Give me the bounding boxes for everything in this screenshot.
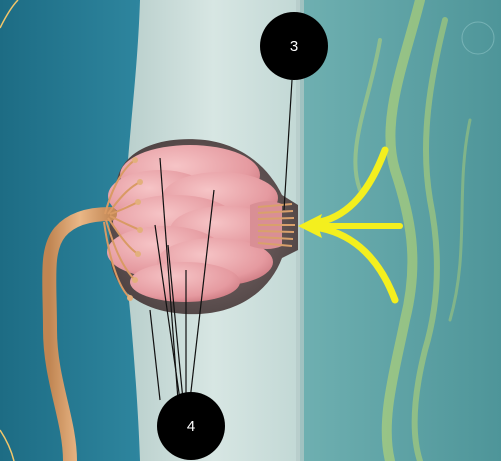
nerve-ending (132, 157, 138, 163)
taste-hair (258, 231, 294, 232)
nerve-ending (127, 295, 133, 301)
callout-label: 3 (290, 38, 298, 55)
callout-label: 4 (187, 418, 195, 435)
callout-3: 3 (260, 12, 328, 80)
gustatory-cell (130, 262, 240, 302)
nerve-ending (132, 277, 138, 283)
taste-hair (258, 218, 294, 219)
nerve-ending (137, 179, 143, 185)
callout-4: 4 (157, 392, 225, 460)
nerve-ending (135, 199, 141, 205)
nerve-ending (135, 251, 141, 257)
nerve-ending (137, 227, 143, 233)
